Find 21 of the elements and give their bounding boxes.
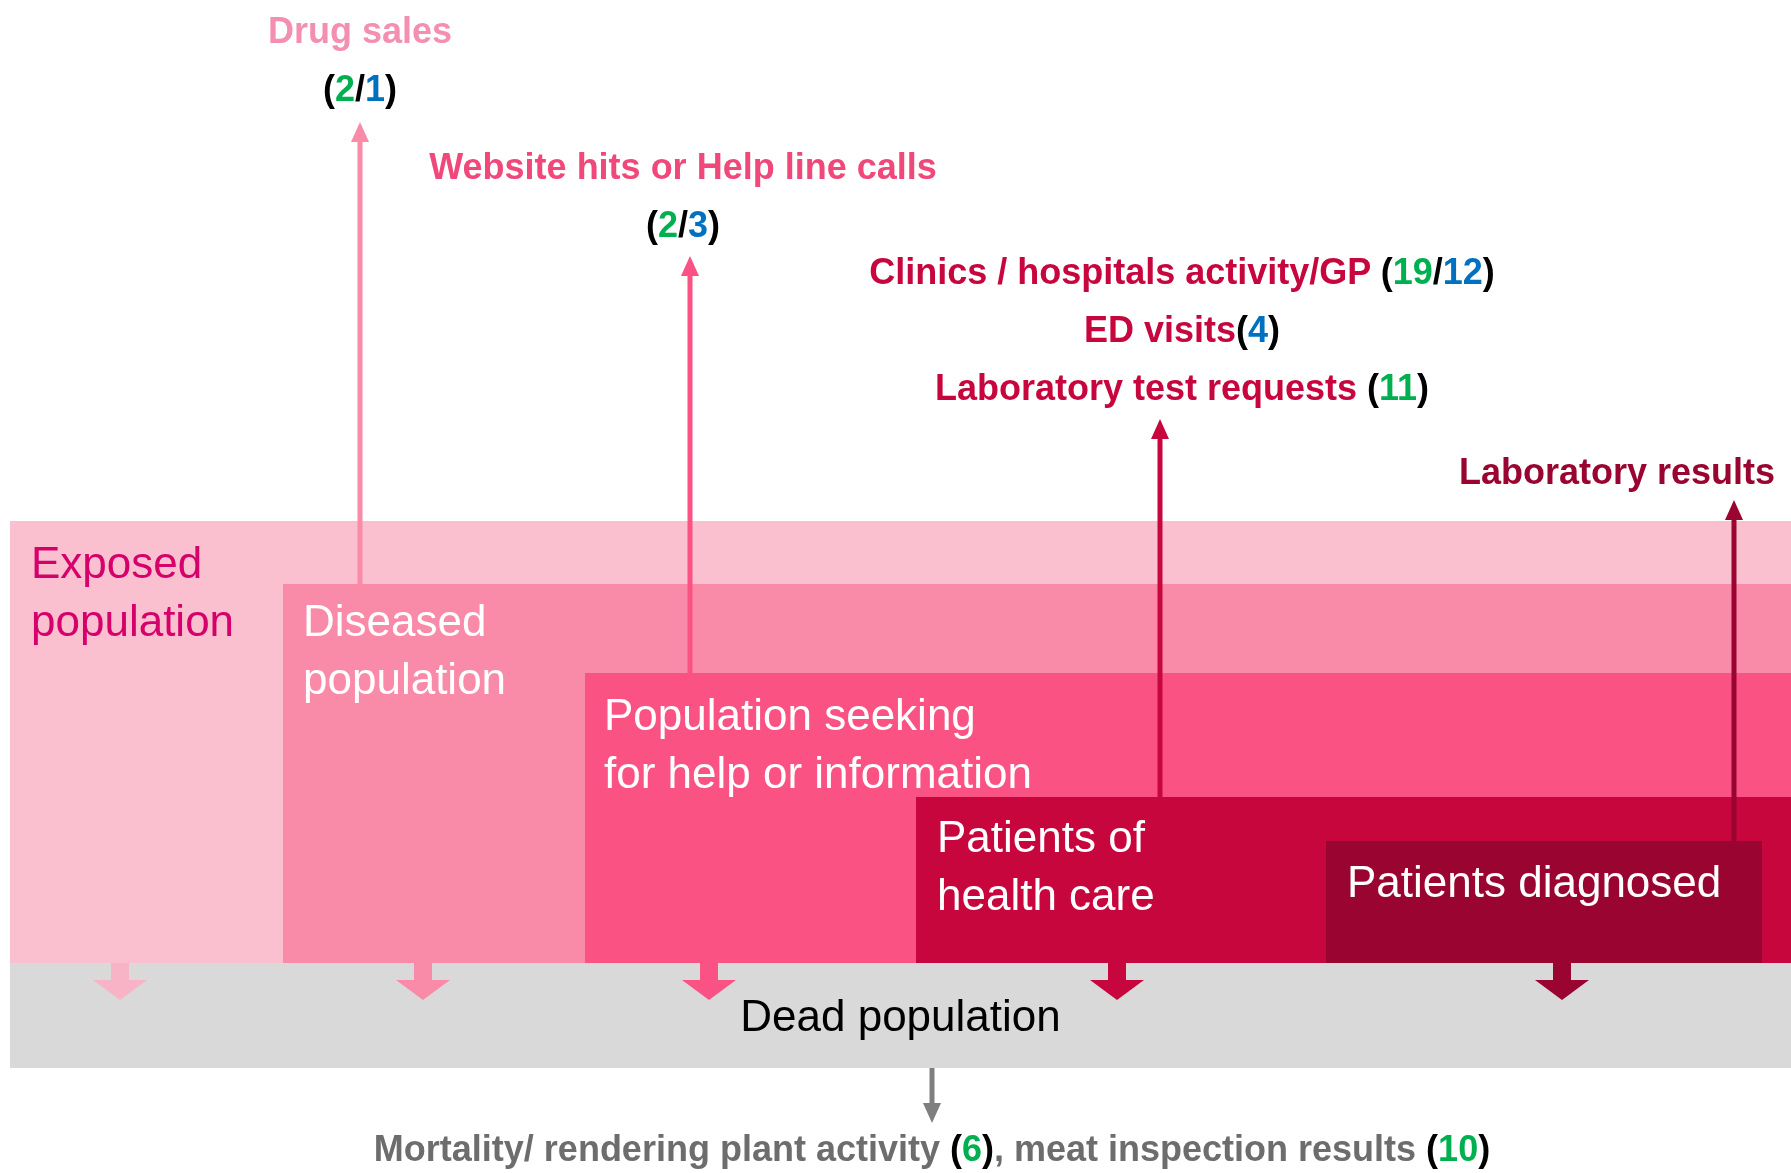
population-band — [10, 521, 1791, 963]
dead-population-band — [10, 963, 1791, 1068]
indicator-label: Mortality/ rendering plant activity (6), meat inspection results (10) — [373, 1128, 1491, 1169]
indicator-label: Website hits or Help line calls — [429, 146, 937, 187]
indicator-label: Laboratory results — [1458, 451, 1775, 492]
population-band — [283, 584, 1791, 963]
indicator-label: Clinics / hospitals activity/GP (19/12) — [869, 251, 1495, 292]
indicator-label: ED visits(4) — [1083, 309, 1281, 350]
band-label: Patients diagnosed — [1347, 856, 1723, 908]
band-label: Population seeking for help or information — [604, 689, 1032, 799]
indicator-label: Laboratory test requests (11) — [934, 367, 1430, 408]
indicator-label: (2/3) — [645, 204, 721, 245]
band-label: Diseased population — [303, 595, 508, 705]
indicator-label: (2/1) — [322, 68, 398, 109]
band-label: Patients of health care — [937, 811, 1156, 921]
indicator-label: Drug sales — [267, 10, 453, 51]
band-label: Dead population — [740, 990, 1061, 1042]
band-label: Exposed population — [31, 537, 236, 647]
population-band — [585, 673, 1791, 963]
population-band — [916, 797, 1791, 963]
population-band — [1326, 841, 1762, 963]
